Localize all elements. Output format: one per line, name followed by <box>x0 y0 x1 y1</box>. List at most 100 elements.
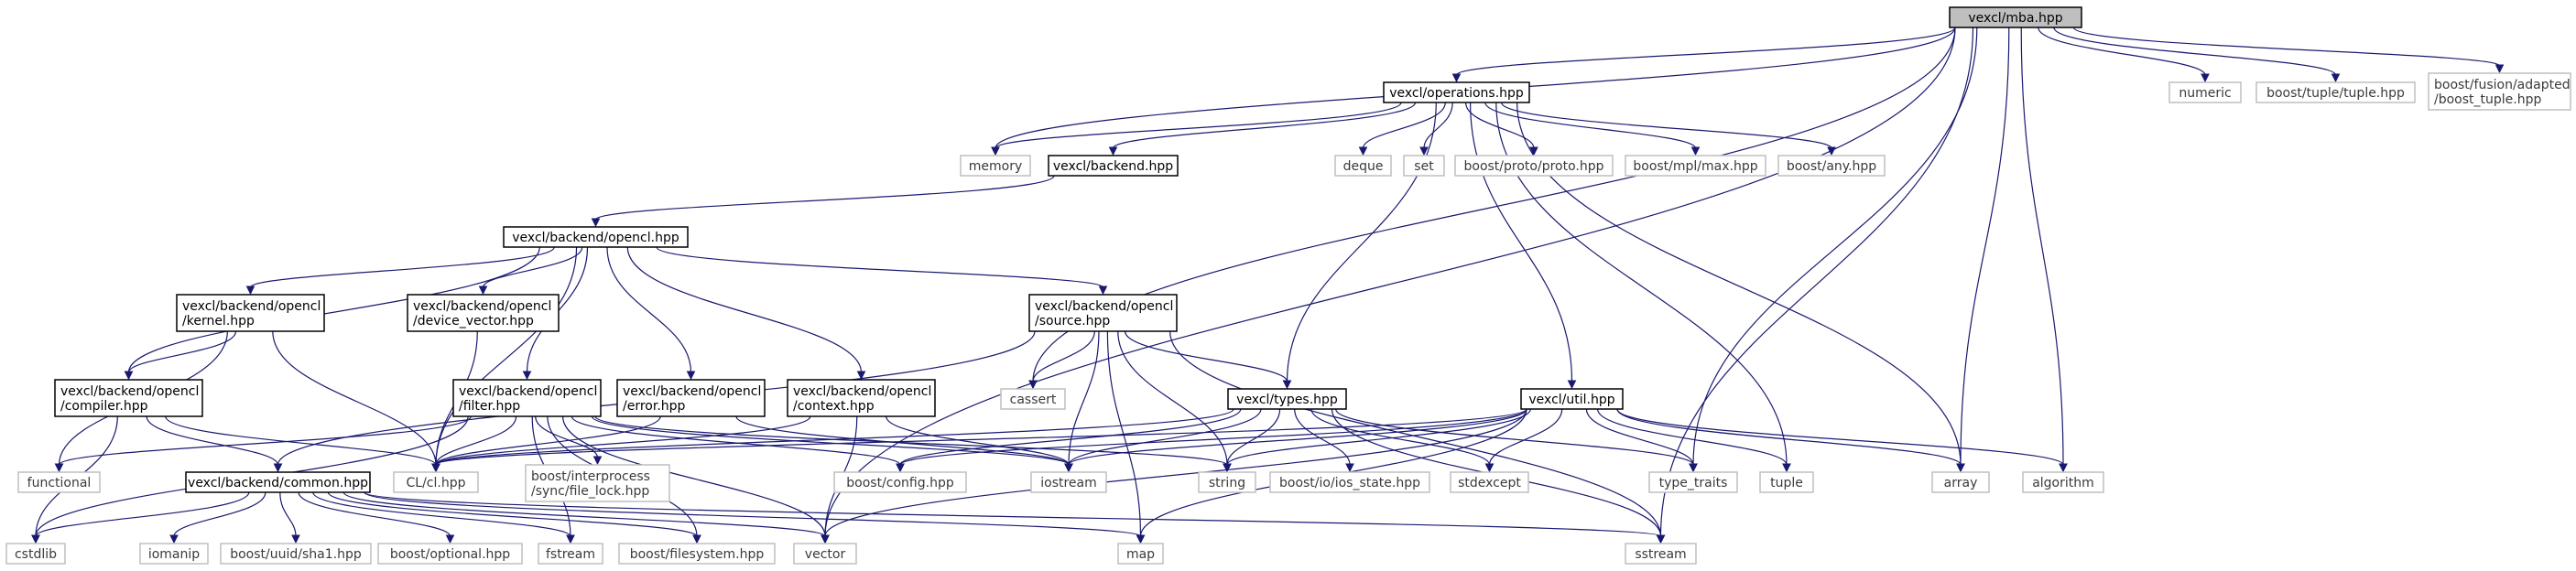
edge-line <box>2072 27 2501 67</box>
edge-line <box>2038 27 2206 76</box>
node-opencl[interactable]: vexcl/backend/opencl.hpp <box>503 226 689 248</box>
edge-line <box>1692 27 1978 466</box>
node-mba[interactable]: vexcl/mba.hpp <box>1949 6 2082 28</box>
edge-arrowhead <box>1108 146 1118 156</box>
node-operations[interactable]: vexcl/operations.hpp <box>1383 81 1530 103</box>
edge-source-to-types <box>1125 330 1292 390</box>
edge-util-to-iostream <box>1064 408 1527 473</box>
node-label: type_traits <box>1659 476 1728 490</box>
node-tuple_hpp[interactable]: boost/tuple/tuple.hpp <box>2255 81 2416 103</box>
node-fusion_tuple[interactable]: boost/fusion/adapted/boost_tuple.hpp <box>2428 72 2571 111</box>
edge-operations-to-types <box>1282 102 1437 390</box>
node-box <box>2022 471 2104 493</box>
node-fstream[interactable]: fstream <box>538 543 603 565</box>
node-mpl_max[interactable]: boost/mpl/max.hpp <box>1625 155 1766 177</box>
node-label: functional <box>27 476 92 490</box>
node-array[interactable]: array <box>1931 471 1990 493</box>
node-numeric[interactable]: numeric <box>2168 81 2242 103</box>
node-box <box>960 155 1031 177</box>
node-label: boost/config.hpp <box>846 476 954 490</box>
node-label: vexcl/types.hpp <box>1236 393 1338 407</box>
node-vector[interactable]: vector <box>793 543 857 565</box>
node-label: /filter.hpp <box>459 399 520 414</box>
edge-compiler-to-cl_hpp <box>165 415 440 473</box>
node-label: vexcl/backend/opencl <box>60 384 199 399</box>
node-backend[interactable]: vexcl/backend.hpp <box>1048 155 1179 177</box>
node-label: numeric <box>2179 86 2231 101</box>
edge-operations-to-set <box>1419 102 1453 156</box>
edge-line <box>127 246 540 373</box>
node-box <box>1625 543 1697 565</box>
node-label: vexcl/operations.hpp <box>1389 86 1524 101</box>
node-label: vexcl/backend/opencl.hpp <box>512 231 679 245</box>
node-set[interactable]: set <box>1403 155 1445 177</box>
node-error[interactable]: vexcl/backend/opencl/error.hpp <box>616 379 766 417</box>
node-cstdlib[interactable]: cstdlib <box>5 543 66 565</box>
edge-common-to-sha1 <box>279 491 300 544</box>
node-box <box>377 543 523 565</box>
node-box <box>220 543 372 565</box>
node-filesystem[interactable]: boost/filesystem.hpp <box>618 543 776 565</box>
edge-line <box>435 415 661 466</box>
edge-line <box>435 408 1527 466</box>
node-source[interactable]: vexcl/backend/opencl/source.hpp <box>1028 294 1178 332</box>
node-sha1[interactable]: boost/uuid/sha1.hpp <box>220 543 372 565</box>
edge-arrowhead <box>991 146 1000 156</box>
edge-operations-to-memory <box>991 102 1402 156</box>
node-types[interactable]: vexcl/types.hpp <box>1227 388 1347 410</box>
edge-filter-to-interprocess <box>535 415 603 466</box>
node-label: map <box>1126 547 1155 562</box>
node-box <box>5 543 66 565</box>
edge-line <box>1125 330 1288 382</box>
node-optional[interactable]: boost/optional.hpp <box>377 543 523 565</box>
node-device_vector[interactable]: vexcl/backend/opencl/device_vector.hpp <box>407 294 560 332</box>
edge-line <box>899 408 1527 466</box>
node-iomanip[interactable]: iomanip <box>139 543 209 565</box>
node-label: iostream <box>1040 476 1097 490</box>
node-deque[interactable]: deque <box>1334 155 1392 177</box>
edge-error-to-cl_hpp <box>431 415 661 473</box>
node-cl_hpp[interactable]: CL/cl.hpp <box>393 471 479 493</box>
edge-mba-to-cassert <box>1028 27 1956 390</box>
node-box <box>1625 155 1766 177</box>
node-kernel[interactable]: vexcl/backend/opencl/kernel.hpp <box>176 294 325 332</box>
node-label: vexcl/backend/opencl <box>413 299 551 314</box>
node-box <box>1117 543 1164 565</box>
node-label: /compiler.hpp <box>60 399 148 414</box>
node-any[interactable]: boost/any.hpp <box>1777 155 1886 177</box>
node-functional[interactable]: functional <box>17 471 101 493</box>
node-type_traits[interactable]: type_traits <box>1648 471 1738 493</box>
edge-arrowhead <box>1690 146 1701 156</box>
node-context[interactable]: vexcl/backend/opencl/context.hpp <box>787 379 936 417</box>
edge-line <box>735 415 1070 466</box>
node-tuple[interactable]: tuple <box>1759 471 1814 493</box>
node-iostream[interactable]: iostream <box>1030 471 1107 493</box>
node-ios_state[interactable]: boost/io/ios_state.hpp <box>1269 471 1430 493</box>
edge-line <box>1032 330 1095 382</box>
node-config[interactable]: boost/config.hpp <box>833 471 967 493</box>
node-proto[interactable]: boost/proto/proto.hpp <box>1454 155 1614 177</box>
node-sstream[interactable]: sstream <box>1625 543 1697 565</box>
edge-line <box>535 415 599 458</box>
node-memory[interactable]: memory <box>960 155 1031 177</box>
node-string[interactable]: string <box>1198 471 1256 493</box>
edge-line <box>1616 408 2064 466</box>
node-label: boost/proto/proto.hpp <box>1464 159 1604 174</box>
node-label: boost/interprocess <box>531 469 650 484</box>
node-algorithm[interactable]: algorithm <box>2022 471 2104 493</box>
node-stdexcept[interactable]: stdexcept <box>1450 471 1529 493</box>
node-map[interactable]: map <box>1117 543 1164 565</box>
node-common[interactable]: vexcl/backend/common.hpp <box>185 471 371 493</box>
node-interprocess[interactable]: boost/interprocess/sync/file_lock.hpp <box>525 464 670 502</box>
node-label: array <box>1944 476 1978 490</box>
node-box <box>2428 72 2571 111</box>
edge-arrowhead <box>1358 146 1368 156</box>
edge-arrowhead <box>522 371 532 381</box>
node-cassert[interactable]: cassert <box>1000 388 1066 410</box>
node-filter[interactable]: vexcl/backend/opencl/filter.hpp <box>452 379 602 417</box>
node-label: boost/tuple/tuple.hpp <box>2266 86 2405 101</box>
node-util[interactable]: vexcl/util.hpp <box>1520 388 1624 410</box>
edge-mba-to-operations <box>1451 27 1956 83</box>
node-box <box>1648 471 1738 493</box>
node-compiler[interactable]: vexcl/backend/opencl/compiler.hpp <box>54 379 203 417</box>
